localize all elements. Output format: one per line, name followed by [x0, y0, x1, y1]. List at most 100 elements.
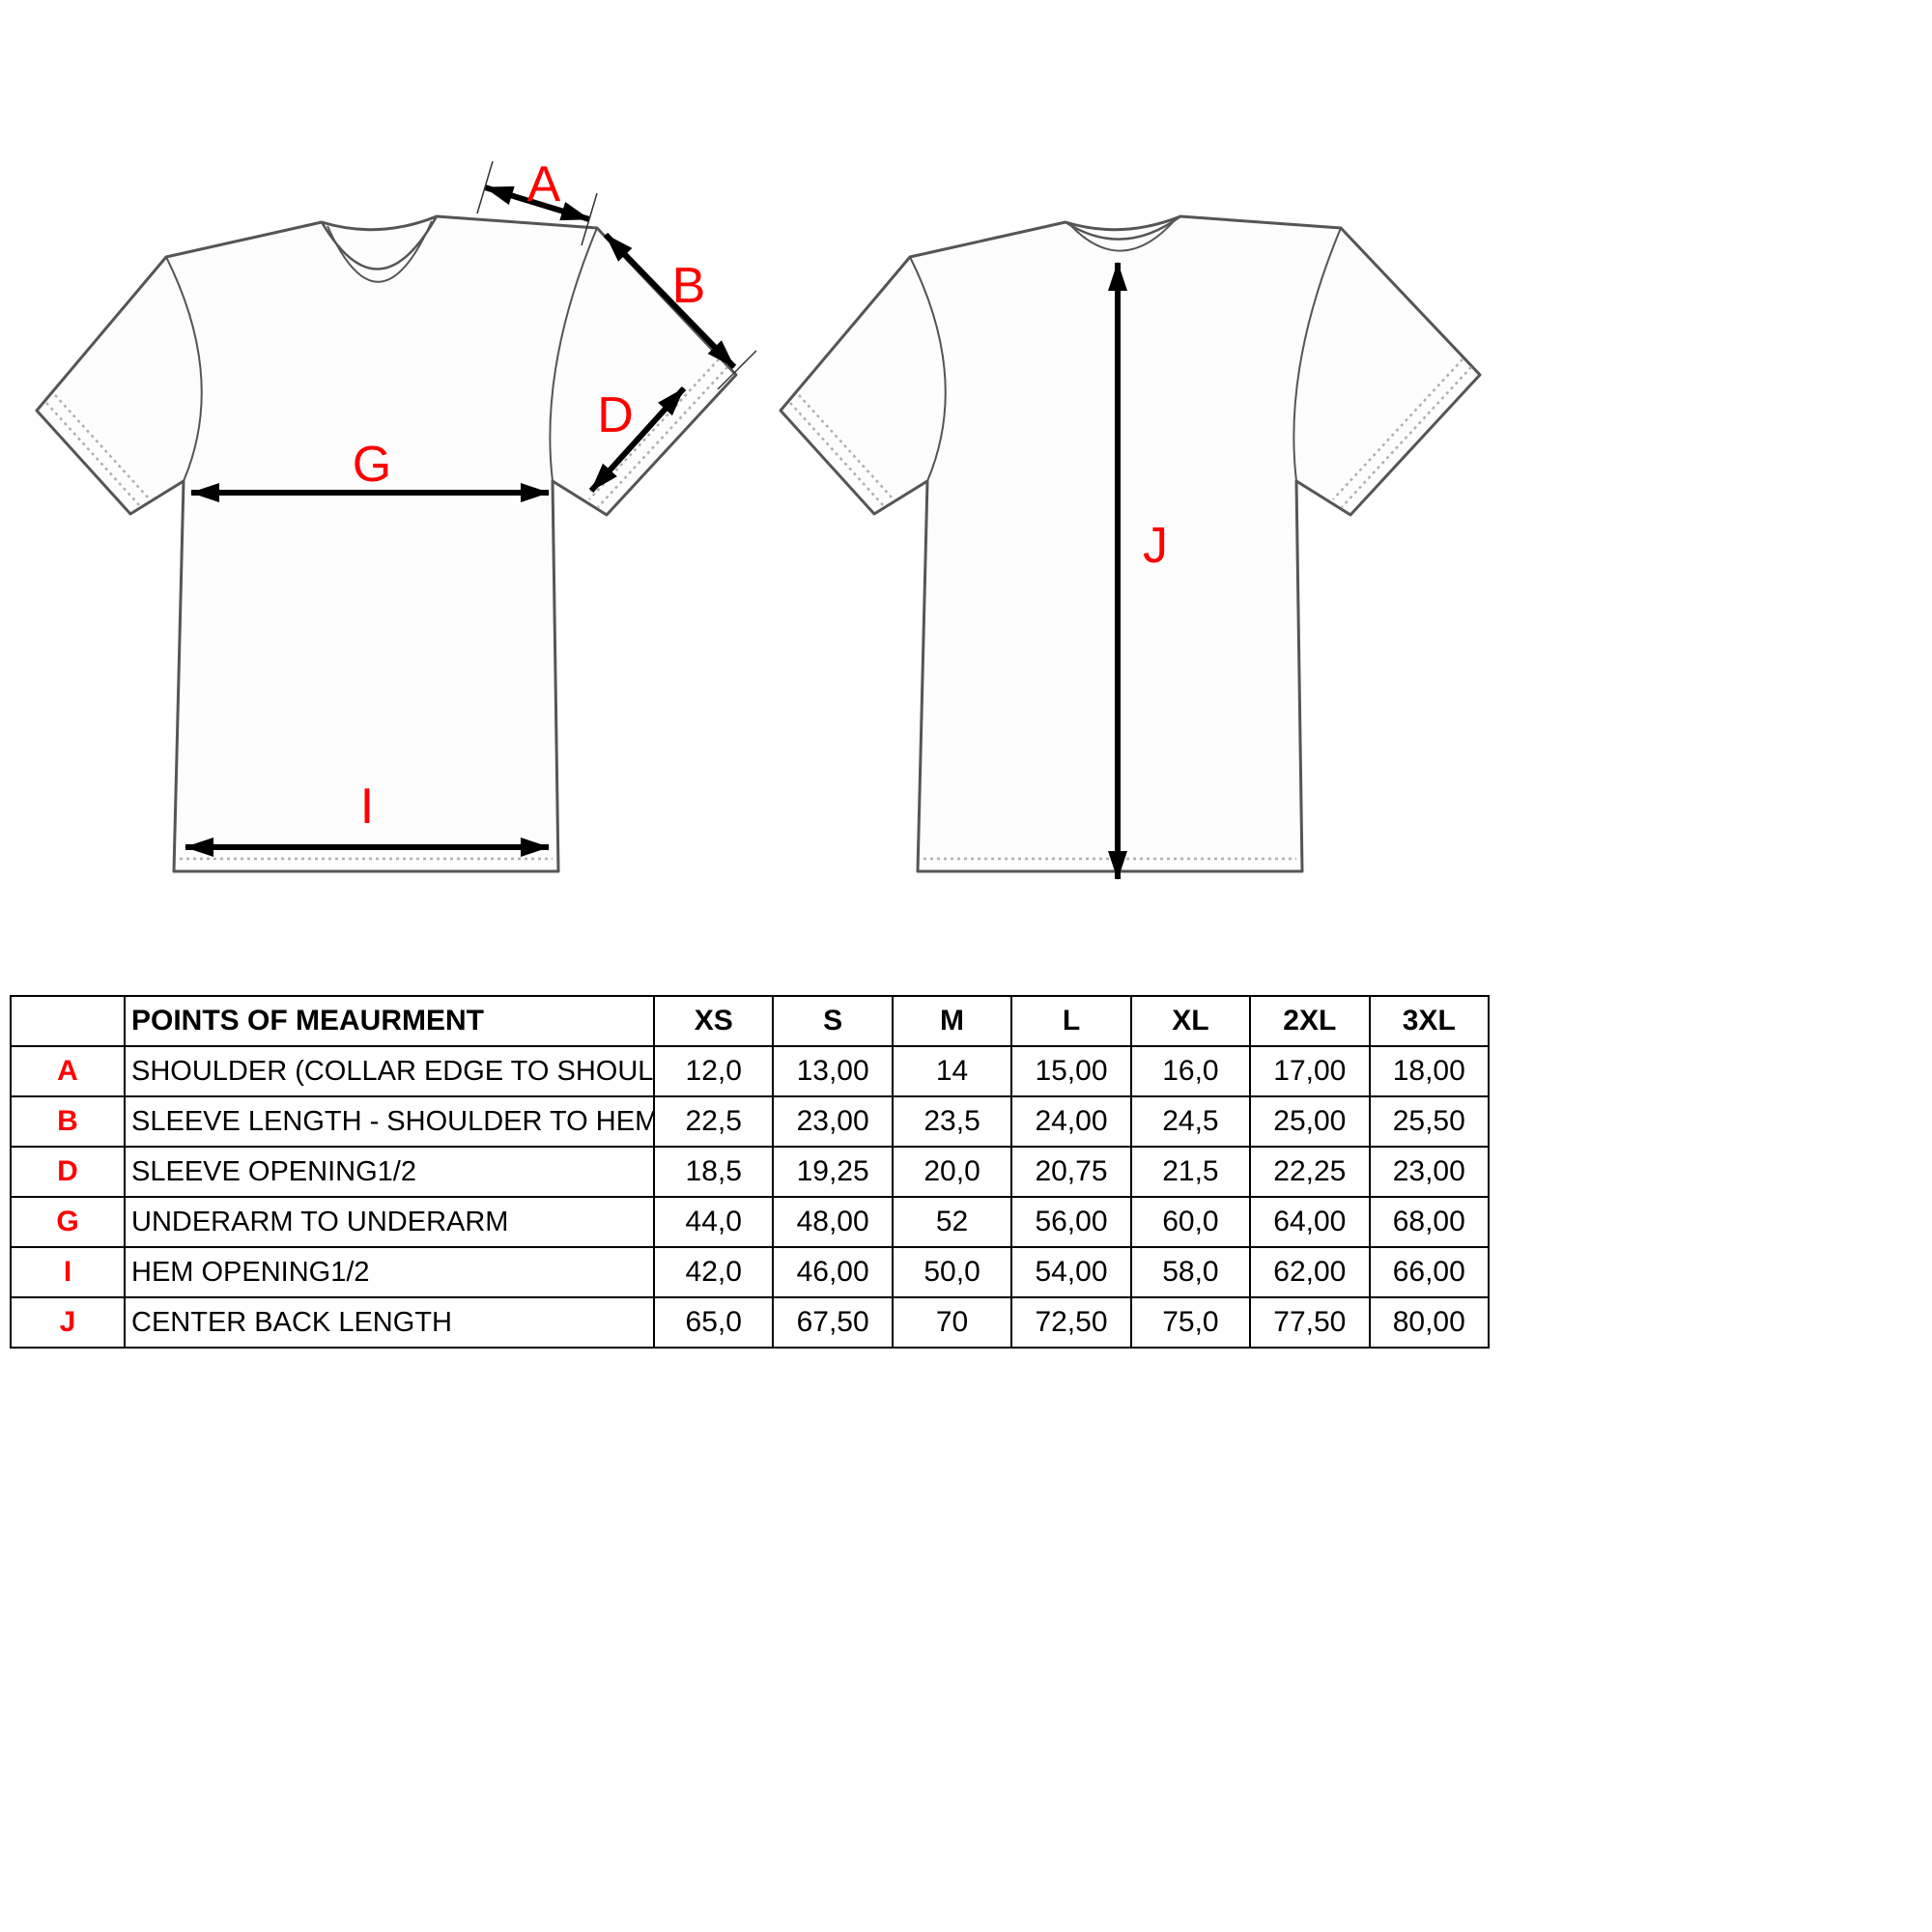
back-left-sleeve-stitch-2 [798, 394, 894, 499]
measure-value: 46,00 [772, 1246, 894, 1298]
measure-value: 14 [891, 1045, 1013, 1097]
measure-letter: A [10, 1045, 126, 1097]
back-left-sleeve-stitch-1 [789, 402, 885, 507]
tshirt-back-left-armhole-seam [909, 256, 947, 482]
header-size-l: L [1010, 995, 1132, 1047]
measure-value: 21,5 [1129, 1146, 1252, 1198]
measure-value: 64,00 [1249, 1196, 1371, 1248]
table-row-g: G UNDERARM TO UNDERARM 44,0 48,00 52 56,… [10, 1196, 1491, 1248]
header-size-m: M [891, 995, 1013, 1047]
tshirt-back-right-armhole-seam [1293, 227, 1342, 482]
front-left-sleeve-stitch-2 [54, 394, 150, 499]
tshirt-back-collar-outer [1065, 214, 1181, 241]
table-row-a: A SHOULDER (COLLAR EDGE TO SHOULDER EDGE… [10, 1045, 1491, 1097]
tshirt-front-outline [35, 214, 738, 873]
measure-value: 67,50 [772, 1296, 894, 1349]
label-d: D [597, 387, 634, 443]
tshirt-front-collar-inner [327, 220, 433, 283]
tshirt-front-right-armhole-seam [549, 227, 598, 482]
tshirt-back-collar-inner [1070, 219, 1176, 252]
measure-name: HEM OPENING1/2 [124, 1246, 655, 1298]
measure-letter: B [10, 1095, 126, 1148]
measure-value: 17,00 [1249, 1045, 1371, 1097]
header-size-2xl: 2XL [1249, 995, 1371, 1047]
label-j: J [1143, 518, 1168, 574]
measure-value: 50,0 [891, 1246, 1013, 1298]
measure-value: 42,0 [652, 1246, 775, 1298]
header-size-xs: XS [652, 995, 775, 1047]
tick-a-shoulder-edge [581, 192, 598, 246]
table-row-b: B SLEEVE LENGTH - SHOULDER TO HEM 22,5 2… [10, 1095, 1491, 1148]
measure-letter: G [10, 1196, 126, 1248]
measure-value: 62,00 [1249, 1246, 1371, 1298]
label-b: B [672, 258, 706, 314]
tick-a-collar-edge [476, 160, 494, 214]
back-right-sleeve-stitch-1 [1341, 366, 1472, 508]
measure-letter: D [10, 1146, 126, 1198]
measure-value: 22,25 [1249, 1146, 1371, 1198]
measure-value: 58,0 [1129, 1246, 1252, 1298]
arrow-a-shoulder [484, 185, 590, 222]
header-size-xl: XL [1129, 995, 1252, 1047]
measure-value: 18,5 [652, 1146, 775, 1198]
measurement-table-container: POINTS OF MEAURMENT XS S M L XL 2XL 3XL … [10, 995, 1491, 1349]
measure-value: 24,00 [1010, 1095, 1132, 1148]
measure-value: 20,0 [891, 1146, 1013, 1198]
measure-value: 23,00 [772, 1095, 894, 1148]
measure-value: 19,25 [772, 1146, 894, 1198]
measure-value: 23,5 [891, 1095, 1013, 1148]
measure-value: 60,0 [1129, 1196, 1252, 1248]
tshirt-back-view [779, 214, 1482, 873]
measure-value: 20,75 [1010, 1146, 1132, 1198]
tshirt-front-view [35, 214, 738, 873]
tshirt-back-stitching [789, 358, 1472, 861]
measure-name: SLEEVE OPENING1/2 [124, 1146, 655, 1198]
measure-name: SHOULDER (COLLAR EDGE TO SHOULDER EDGE) [124, 1045, 655, 1097]
measure-value: 44,0 [652, 1196, 775, 1248]
front-guide-ticks [476, 160, 757, 390]
measure-value: 16,0 [1129, 1045, 1252, 1097]
arrow-b-sleeve-length [603, 232, 737, 370]
back-right-sleeve-stitch-2 [1332, 358, 1463, 500]
measure-value: 24,5 [1129, 1095, 1252, 1148]
measure-value: 48,00 [772, 1196, 894, 1248]
measure-letter: J [10, 1296, 126, 1349]
label-a: A [527, 156, 561, 213]
measure-name: SLEEVE LENGTH - SHOULDER TO HEM [124, 1095, 655, 1148]
label-g: G [353, 437, 391, 493]
measure-value: 56,00 [1010, 1196, 1132, 1248]
measure-name: UNDERARM TO UNDERARM [124, 1196, 655, 1248]
measure-value: 18,00 [1368, 1045, 1491, 1097]
measure-value: 68,00 [1368, 1196, 1491, 1248]
arrow-d-sleeve-opening [588, 385, 687, 494]
measure-value: 70 [891, 1296, 1013, 1349]
measure-value: 15,00 [1010, 1045, 1132, 1097]
measure-letter: I [10, 1246, 126, 1298]
measure-value: 12,0 [652, 1045, 775, 1097]
measure-value: 54,00 [1010, 1246, 1132, 1298]
measure-value: 13,00 [772, 1045, 894, 1097]
front-measure-arrows [185, 185, 737, 857]
measurement-diagram: A B D G I J [35, 156, 1482, 880]
table-row-j: J CENTER BACK LENGTH 65,0 67,50 70 72,50… [10, 1296, 1491, 1349]
measure-value: 23,00 [1368, 1146, 1491, 1198]
table-row-i: I HEM OPENING1/2 42,0 46,00 50,0 54,00 5… [10, 1246, 1491, 1298]
measure-value: 77,50 [1249, 1296, 1371, 1349]
front-measure-labels: A B D G I [353, 156, 706, 835]
table-row-d: D SLEEVE OPENING1/2 18,5 19,25 20,0 20,7… [10, 1146, 1491, 1198]
measure-value: 72,50 [1010, 1296, 1132, 1349]
header-size-s: S [772, 995, 894, 1047]
tick-b-sleeve-hem [717, 350, 757, 390]
header-corner-cell [10, 995, 126, 1047]
measure-value: 75,0 [1129, 1296, 1252, 1349]
measure-value: 25,00 [1249, 1095, 1371, 1148]
header-size-3xl: 3XL [1368, 995, 1491, 1047]
table-header-row: POINTS OF MEAURMENT XS S M L XL 2XL 3XL [10, 995, 1491, 1047]
measure-value: 80,00 [1368, 1296, 1491, 1349]
measure-value: 52 [891, 1196, 1013, 1248]
front-left-sleeve-stitch-1 [45, 402, 141, 507]
tshirt-front-left-armhole-seam [165, 256, 203, 482]
measure-value: 66,00 [1368, 1246, 1491, 1298]
label-i: I [360, 779, 374, 835]
